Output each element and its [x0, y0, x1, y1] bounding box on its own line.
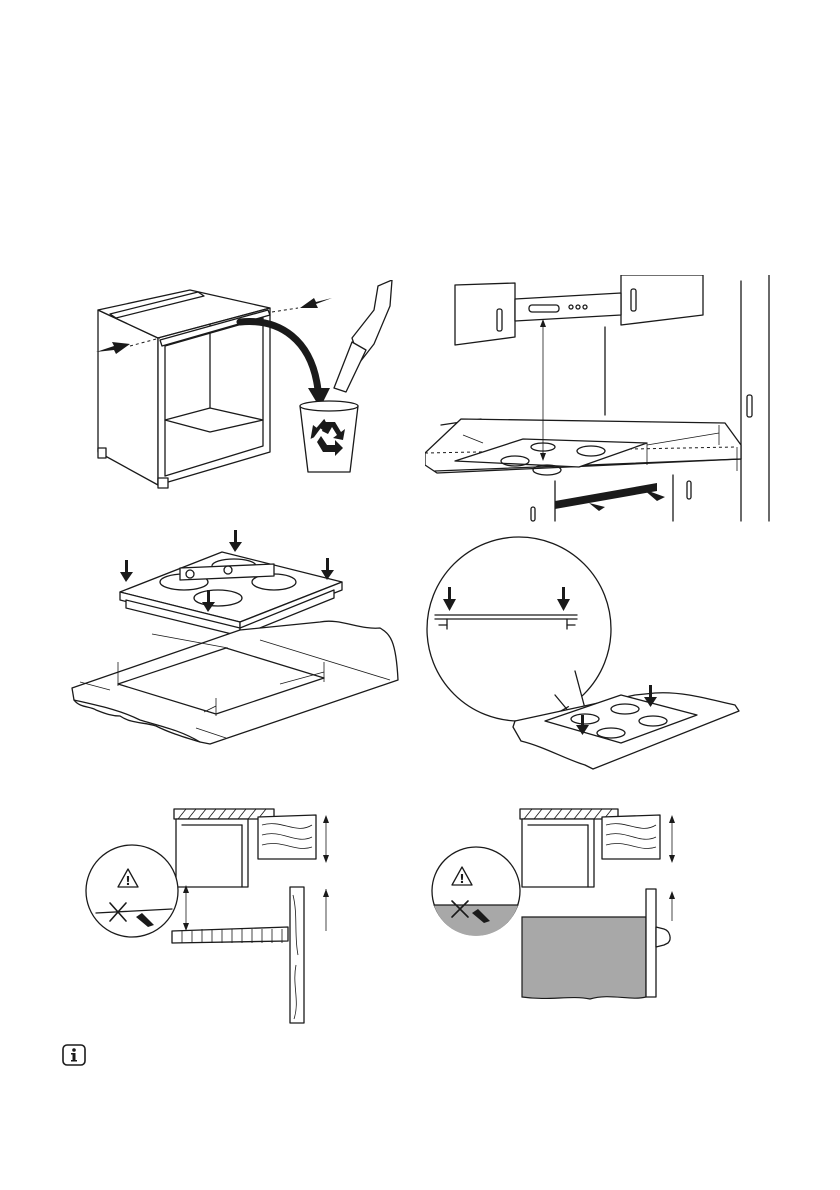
drawer-below-hob-wrong-figure: ! [430, 805, 690, 1005]
hob-cutout-installation-figure [60, 530, 405, 765]
cabinet-front-opening [158, 308, 270, 485]
hob-box [522, 819, 594, 887]
cabinet-side-panel [98, 310, 158, 485]
drawer-front [646, 889, 656, 997]
zoom-circle [427, 537, 611, 721]
svg-text:!: ! [459, 872, 464, 886]
vent-slot [555, 483, 657, 509]
drawer [522, 917, 646, 999]
worktop-wood [258, 815, 316, 859]
worktop-wood [602, 815, 660, 859]
svg-text:!: ! [125, 874, 130, 888]
hob-box [176, 819, 248, 887]
arrow-icon [300, 298, 332, 308]
arrow-icon [589, 503, 605, 511]
oven-below-hob-wrong-figure: ! [82, 805, 352, 1030]
screwdriver [334, 342, 366, 392]
hob-seal-detail-figure [425, 535, 755, 770]
drawer-knob [656, 927, 670, 947]
hob-clearances-figure [425, 275, 775, 525]
shelf [172, 927, 288, 943]
warning-circle [86, 845, 178, 937]
side-board [290, 887, 304, 1023]
info-icon [62, 1044, 86, 1066]
cabinet-removal-figure [90, 280, 400, 495]
waste-bin [300, 406, 358, 472]
wall-cabinet-left [455, 283, 515, 345]
